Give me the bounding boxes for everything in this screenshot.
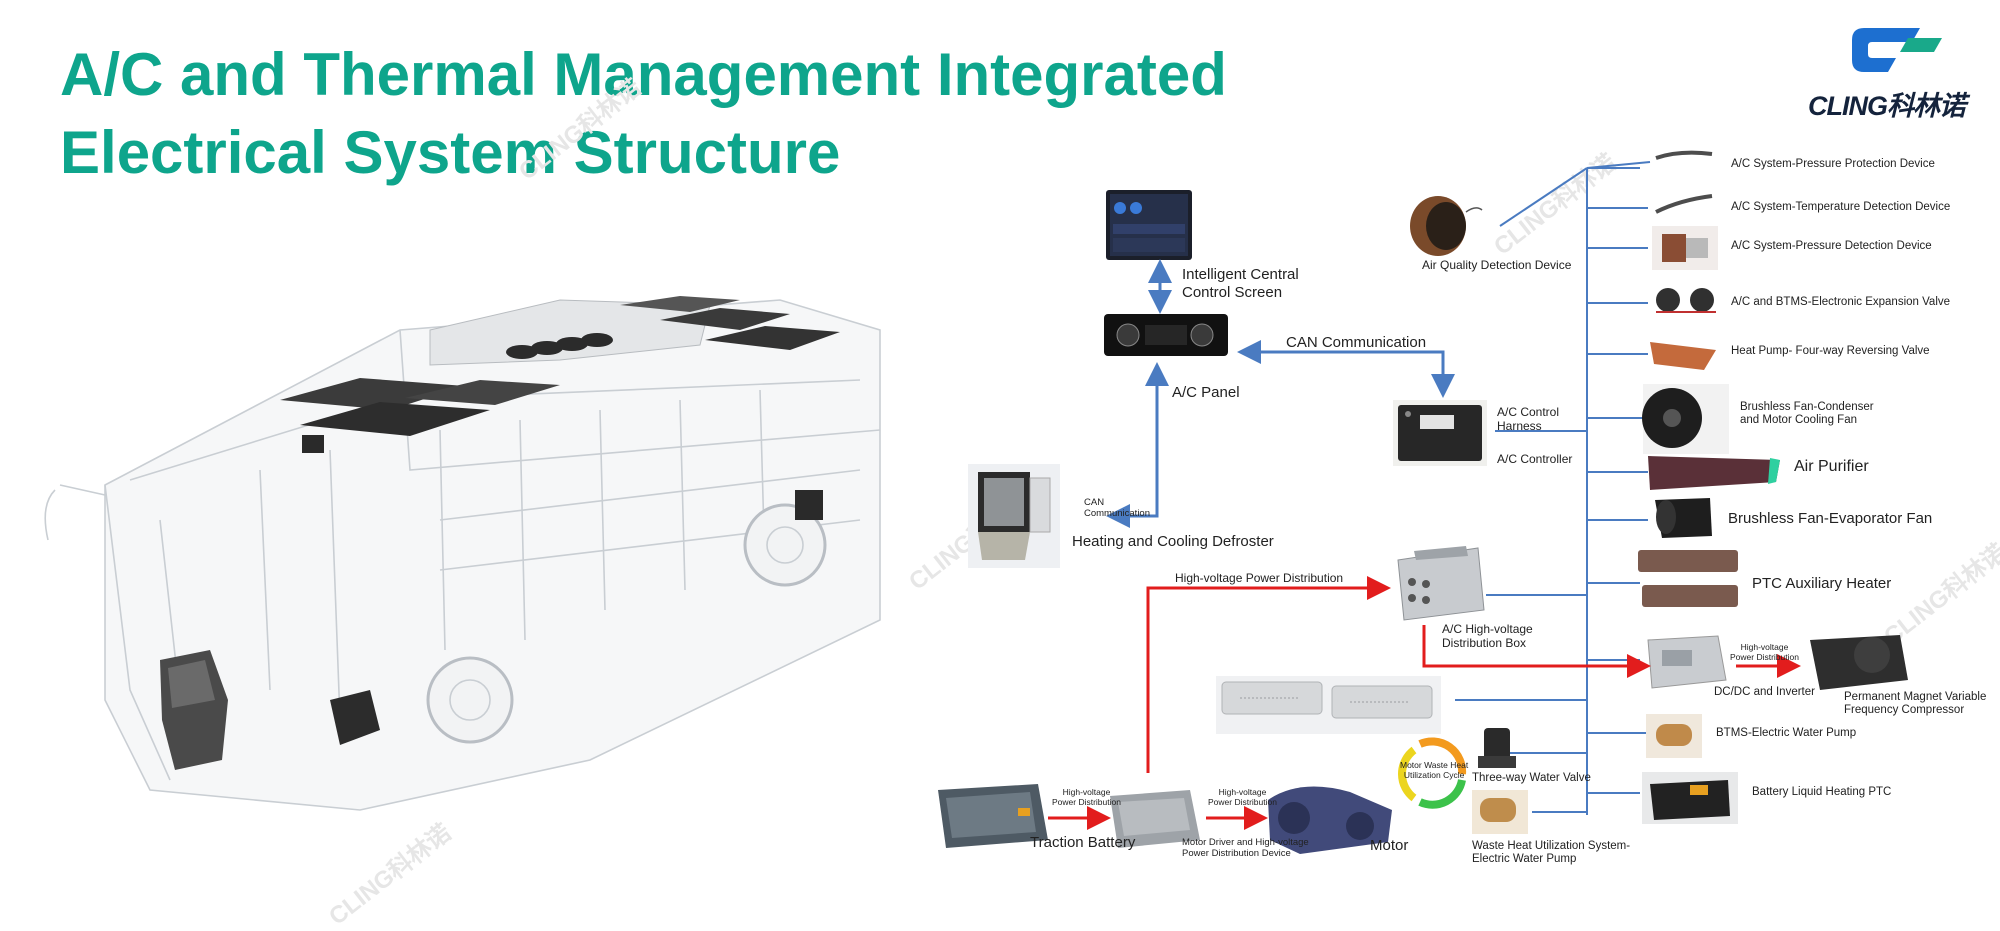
hv-battery-to-driver-label: High-voltage Power Distribution <box>1052 787 1121 807</box>
device-label-evaporator-fan: Brushless Fan-Evaporator Fan <box>1728 510 1933 527</box>
ac-controller-image <box>1393 400 1487 466</box>
device-label-condenser-fan: Brushless Fan-Condenser and Motor Coolin… <box>1740 401 1874 426</box>
system-diagram <box>44 150 1908 854</box>
compressor-label: Permanent Magnet Variable Frequency Comp… <box>1844 691 1987 716</box>
device-bus-lines <box>1455 161 1651 815</box>
waste-heat-pump-label: Waste Heat Utilization System- Electric … <box>1472 840 1631 865</box>
device-label-ptc-heater: PTC Auxiliary Heater <box>1752 575 1892 592</box>
can-communication-label: CAN Communication <box>1286 334 1427 351</box>
defroster-image <box>968 464 1060 568</box>
page-title: A/C and Thermal Management Integrated El… <box>60 36 1227 192</box>
roof-battery-packs <box>280 296 840 436</box>
device-label-btms-pump: BTMS-Electric Water Pump <box>1716 727 1857 739</box>
motor-image <box>1268 786 1392 854</box>
central-screen-image <box>1106 190 1192 260</box>
central-screen-label: Intelligent Central Control Screen <box>1182 266 1299 301</box>
hv-box-label: A/C High-voltage Distribution Box <box>1442 622 1533 650</box>
device-label-pressure-protection: A/C System-Pressure Protection Device <box>1731 158 1935 170</box>
waste-heat-pump-image <box>1472 790 1528 834</box>
ac-panel-image <box>1104 314 1228 356</box>
defroster-label: Heating and Cooling Defroster <box>1072 533 1274 550</box>
motor-driver-image <box>1110 790 1200 848</box>
title-line-2: Electrical System Structure <box>60 119 841 186</box>
floor-module <box>330 690 380 745</box>
defroster-can-label: CAN Communication <box>1084 497 1150 519</box>
device-label-temperature-detection: A/C System-Temperature Detection Device <box>1731 201 1951 213</box>
waste-heat-cycle-icon <box>1398 737 1467 809</box>
cling-logo: CLING科林诺 <box>1808 22 1978 121</box>
hv-distribution-box-image <box>1397 546 1485 621</box>
compressor-hv-label: High-voltage Power Distribution <box>1730 642 1799 662</box>
title-line-1: A/C and Thermal Management Integrated <box>60 41 1227 108</box>
logo-text: CLING科林诺 <box>1808 91 1966 121</box>
device-label-four-way-valve: Heat Pump- Four-way Reversing Valve <box>1731 345 1930 357</box>
device-images <box>1638 150 1908 824</box>
roof-ac-unit <box>429 299 711 366</box>
three-way-valve-label: Three-way Water Valve <box>1472 772 1591 784</box>
device-label-pressure-detection: A/C System-Pressure Detection Device <box>1731 240 1932 252</box>
motor-label: Motor <box>1370 837 1409 854</box>
motor-driver-label: Motor Driver and High-voltage Power Dist… <box>1182 837 1309 859</box>
hv-power-label: High-voltage Power Distribution <box>1175 571 1344 585</box>
hv-driver-to-motor-label: High-voltage Power Distribution <box>1208 787 1277 807</box>
ac-control-harness-label: A/C Control Harness <box>1497 405 1560 433</box>
ac-controller-label: A/C Controller <box>1497 452 1573 466</box>
device-label-expansion-valve: A/C and BTMS-Electronic Expansion Valve <box>1731 296 1951 308</box>
traction-battery-image <box>938 784 1048 848</box>
device-label-battery-ptc: Battery Liquid Heating PTC <box>1752 786 1892 798</box>
side-module <box>795 490 823 520</box>
air-quality-device-image <box>1410 196 1483 256</box>
cabin-heaters-image <box>1216 676 1441 734</box>
three-way-valve-image <box>1478 728 1516 768</box>
front-defroster-unit <box>160 650 228 770</box>
waste-heat-cycle-label: Motor Waste Heat Utilization Cycle <box>1400 760 1469 780</box>
device-label-dcdc-inverter: DC/DC and Inverter <box>1714 686 1815 698</box>
device-label-air-purifier: Air Purifier <box>1794 458 1869 475</box>
ac-panel-label: A/C Panel <box>1172 384 1240 401</box>
roof-controller <box>302 435 324 453</box>
traction-battery-label: Traction Battery <box>1030 834 1136 851</box>
hv-power-lines <box>1048 576 1801 830</box>
air-quality-label: Air Quality Detection Device <box>1422 258 1572 272</box>
logo-mark-icon <box>1852 28 1942 72</box>
